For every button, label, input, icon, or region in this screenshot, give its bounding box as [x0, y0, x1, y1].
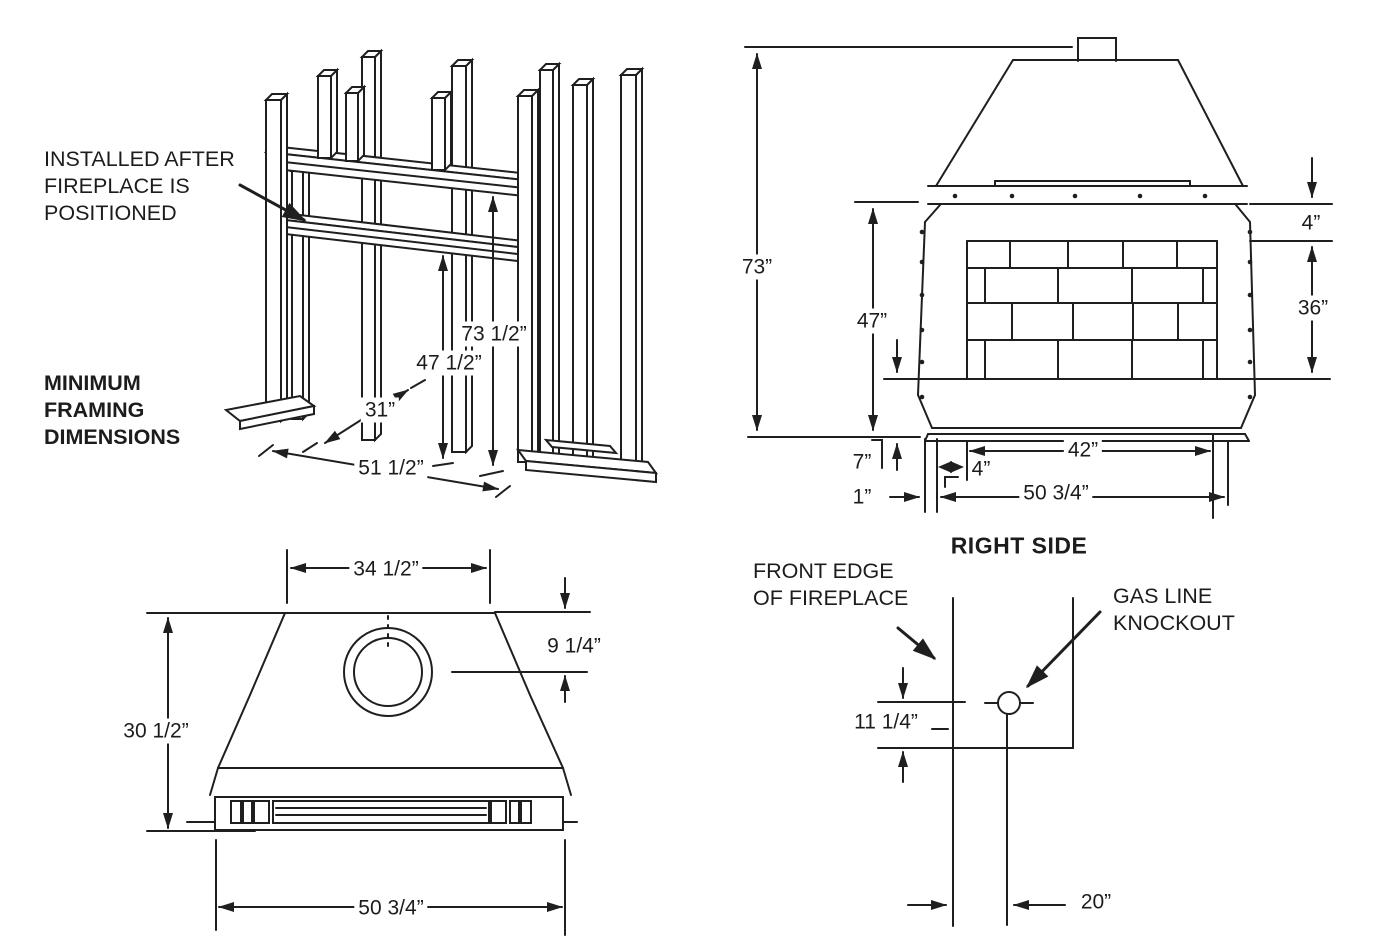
top-view-art [146, 549, 591, 936]
flue-collar [1077, 37, 1117, 62]
dim-front-side-clearance: 4” [971, 457, 991, 481]
dim-front-box-height: 47” [852, 308, 892, 334]
installed-note-line: POSITIONED [44, 201, 177, 225]
dim-front-overall-height: 73” [737, 254, 777, 280]
dim-side-knockout-setback: 20” [1080, 890, 1112, 914]
side-view-art [877, 597, 1102, 927]
dim-framing-opening-width: 51 1/2” [354, 455, 428, 481]
front-view-dimension-lines [744, 46, 1333, 519]
gas-knockout-label-line: KNOCKOUT [1113, 611, 1235, 635]
rivet-dots [919, 193, 1253, 400]
flue-opening [343, 615, 433, 717]
dim-front-opening-width: 42” [1063, 437, 1103, 463]
front-edge-label: FRONT EDGE OF FIREPLACE [753, 558, 908, 612]
top-view-dimension-lines [146, 549, 591, 936]
top-view-hood-outline [209, 612, 572, 796]
gas-knockout-circle [997, 691, 1021, 715]
gas-knockout-label: GAS LINE KNOCKOUT [1113, 583, 1235, 637]
front-edge-label-line: FRONT EDGE [753, 559, 894, 583]
brick-panel [966, 240, 1218, 379]
dim-framing-side-depth: 31” [360, 397, 400, 423]
installed-note-leader-arrow [238, 183, 307, 222]
framing-title-line: DIMENSIONS [44, 425, 181, 449]
framing-title: MINIMUM FRAMING DIMENSIONS [44, 370, 180, 451]
framing-title-line: FRAMING [44, 398, 145, 422]
dim-top-depth: 30 1/2” [119, 718, 193, 744]
front-view-art [744, 37, 1333, 519]
dim-front-top-clearance: 4” [1301, 211, 1321, 235]
side-view-dimension-lines [898, 667, 1066, 910]
dim-front-overall-width: 50 3/4” [1019, 480, 1093, 506]
front-louver-assembly [214, 796, 564, 831]
dim-front-opening-height: 36” [1293, 295, 1333, 321]
dim-front-hearth-height: 7” [852, 450, 872, 474]
framing-title-line: MINIMUM [44, 371, 141, 395]
dim-front-wall-gap: 1” [852, 485, 872, 509]
dim-top-width: 34 1/2” [349, 556, 423, 582]
installed-note-line: INSTALLED AFTER [44, 147, 235, 171]
framing-floor-plates [223, 394, 659, 484]
knockout-leader-arrow [1025, 610, 1102, 689]
dim-side-knockout-height: 11 1/4” [850, 709, 922, 735]
dim-top-overall-width: 50 3/4” [354, 895, 428, 921]
dim-framing-opening-height: 47 1/2” [412, 350, 486, 376]
installed-note: INSTALLED AFTER FIREPLACE IS POSITIONED [44, 146, 235, 227]
installed-note-line: FIREPLACE IS [44, 174, 190, 198]
framing-studs-front [263, 61, 645, 480]
dim-framing-header-height: 73 1/2” [457, 321, 531, 347]
front-edge-leader-arrow [896, 626, 937, 660]
front-edge-label-line: OF FIREPLACE [753, 586, 909, 610]
side-view-title: RIGHT SIDE [950, 532, 1088, 559]
framing-diagram-art [223, 48, 659, 498]
gas-knockout-label-line: GAS LINE [1113, 584, 1213, 608]
front-view-hood [927, 37, 1248, 205]
dim-top-flue-offset: 9 1/4” [547, 634, 601, 658]
